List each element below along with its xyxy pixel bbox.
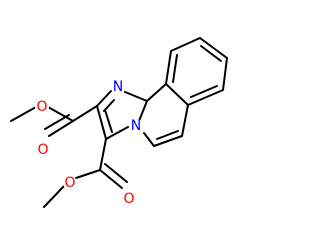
bond-c10-c9: [170, 37, 201, 52]
bond-c10a-c10b: [146, 83, 167, 102]
bond-carbonyl-top-b: [44, 114, 70, 130]
bond-carbonyl-top-a: [48, 120, 74, 137]
bond-n4-c3: [105, 126, 129, 140]
bond-methyl-o-top: [10, 106, 37, 122]
bond-o-methyl-bottom: [43, 185, 65, 208]
bond-carbonyl-bottom-b: [104, 163, 128, 183]
bond-c9-c8-inner: [200, 45, 222, 62]
atom-n-bridge: N: [131, 118, 141, 134]
atom-o-ether-bottom: O: [64, 175, 75, 191]
molecule-structure: O O N N O O: [10, 37, 228, 208]
bond-layer: [10, 37, 228, 208]
atom-o-carbonyl-bottom: O: [123, 191, 134, 207]
bond-carbonyl-bottom-a: [99, 169, 123, 189]
atom-o-carbonyl-top: O: [37, 142, 48, 158]
bond-c10a-c10-inner: [172, 54, 178, 83]
bond-c7-c6a-inner: [190, 85, 218, 98]
bond-c3-c2-inner: [104, 109, 113, 133]
bond-c2-n1-inner: [103, 99, 115, 112]
bond-c3-ester-bottom: [99, 138, 107, 171]
bond-c5-c6: [153, 135, 183, 147]
bond-c6-c6a: [181, 104, 189, 137]
bond-n1-c10b: [124, 91, 148, 102]
bond-ester-ring-top: [72, 105, 98, 122]
atom-n-imine: N: [113, 79, 123, 95]
bond-c7-c6a: [187, 89, 224, 106]
bond-o-carbon-top: [47, 106, 74, 122]
bond-n4-c5: [143, 132, 155, 147]
bond-c9-c8: [199, 37, 228, 59]
bond-c5-c6-inner: [156, 130, 179, 140]
bond-c10a-c10: [165, 50, 172, 85]
atom-o-ether-top: O: [36, 99, 47, 115]
bond-c2-n1: [96, 90, 112, 107]
atom-labels: O O N N O O: [35, 79, 143, 207]
bond-c3-c2: [96, 105, 107, 140]
bond-c6a-c10a: [165, 83, 189, 106]
bond-c10b-n4: [138, 100, 148, 122]
bond-c-o-bottom: [75, 169, 101, 179]
bond-c8-c7: [222, 57, 228, 91]
